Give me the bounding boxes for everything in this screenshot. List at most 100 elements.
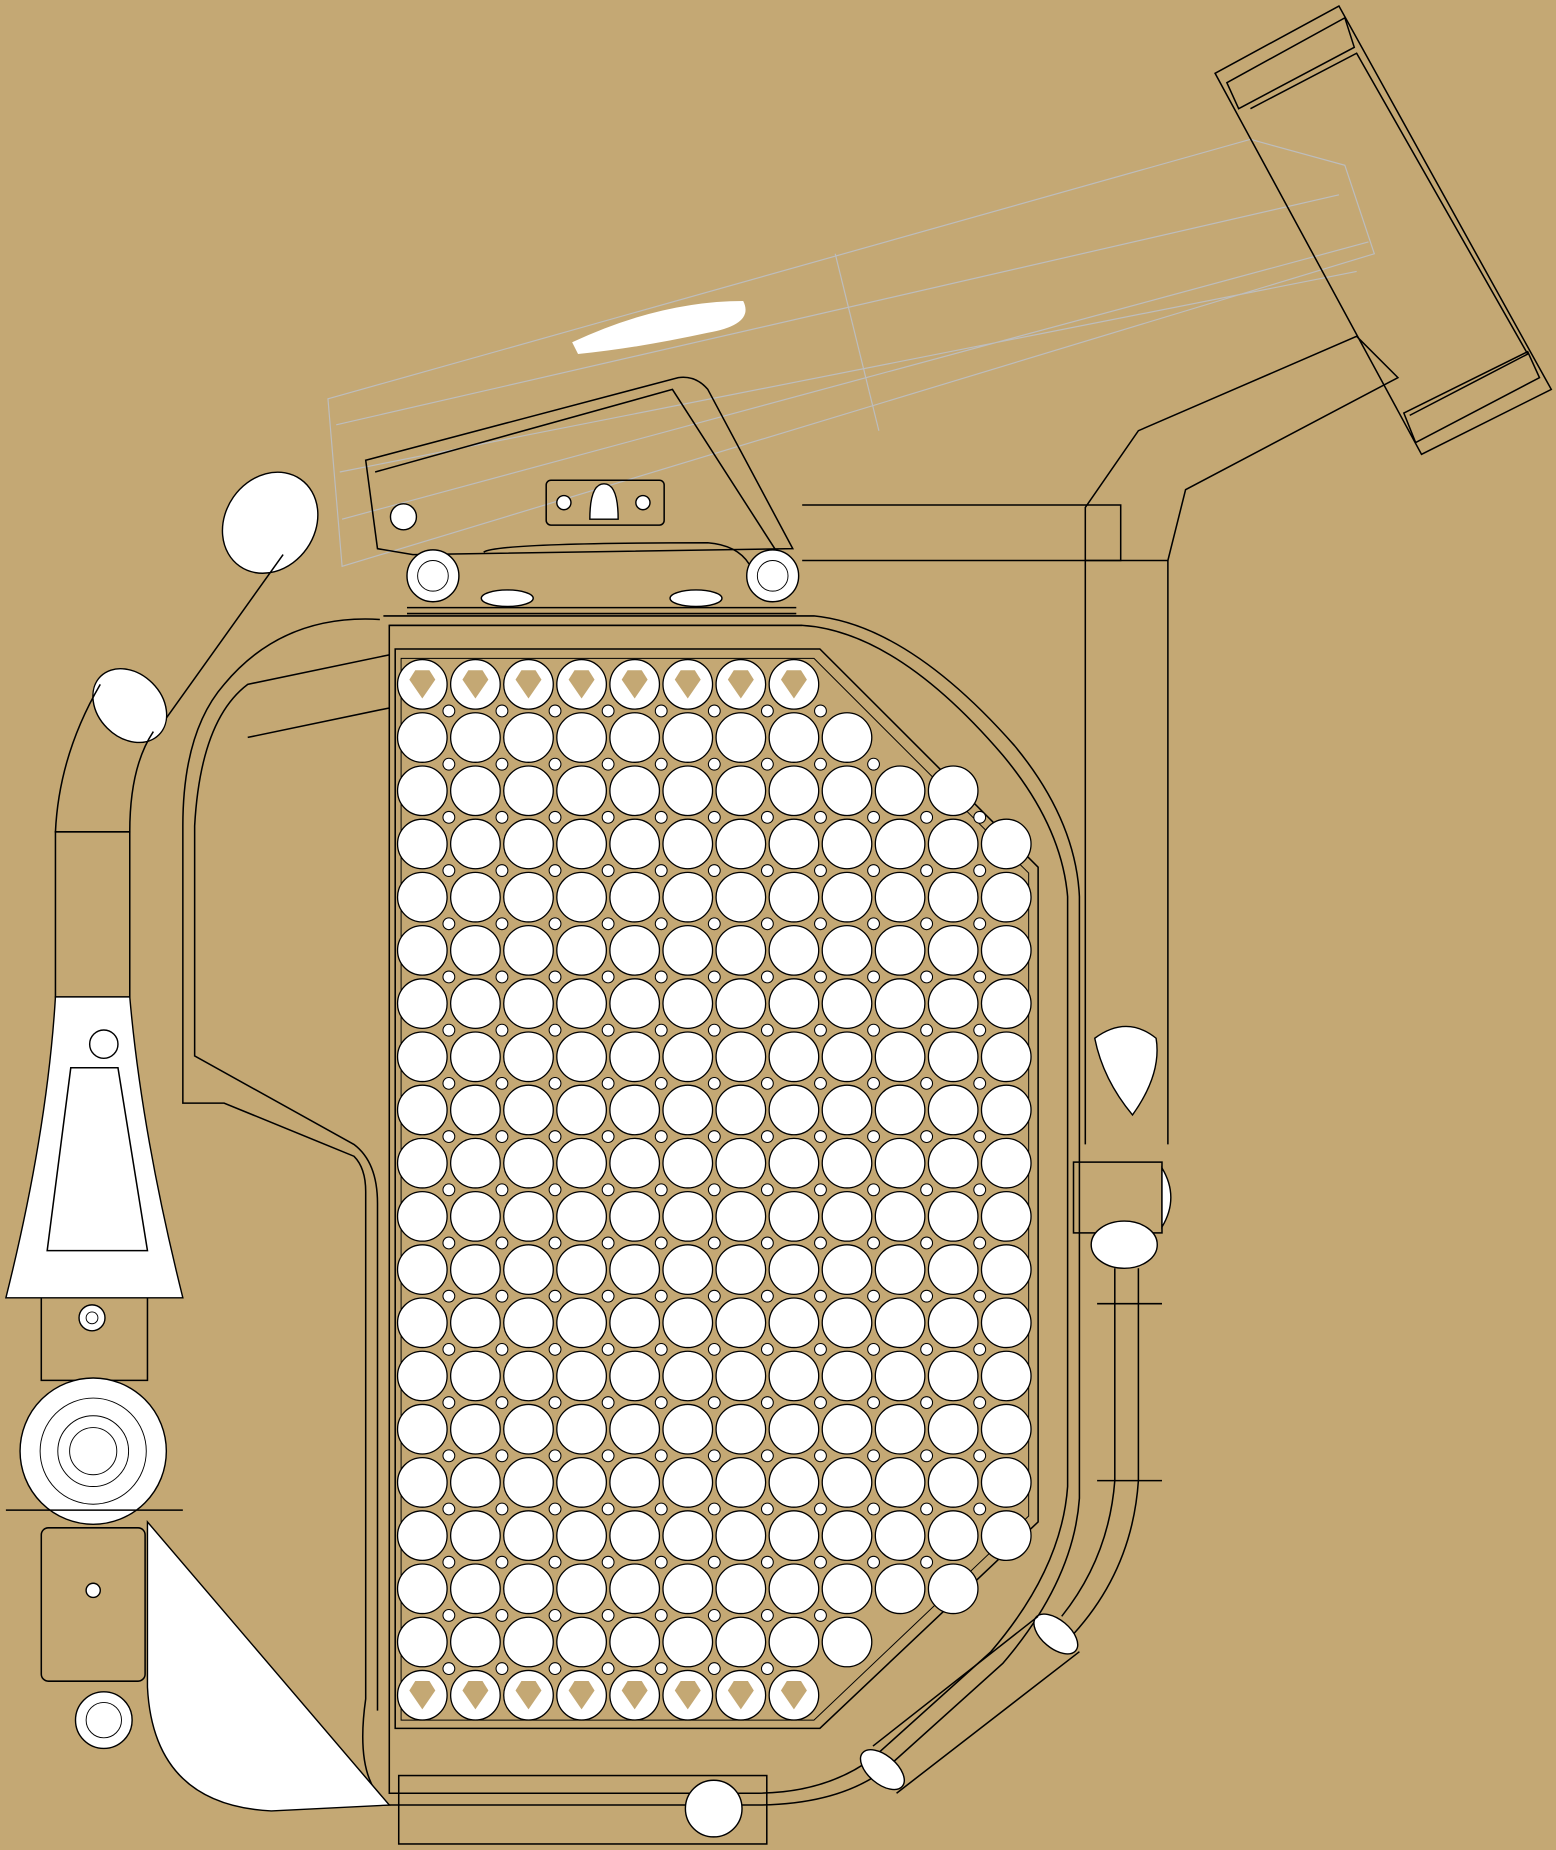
spacer-hole	[760, 1608, 774, 1622]
cell-terminal-mark	[621, 670, 648, 699]
battery-cell	[396, 1244, 448, 1296]
battery-cell	[768, 871, 820, 923]
spacer-hole	[814, 1449, 827, 1463]
spacer-hole	[495, 1289, 509, 1303]
battery-cell	[715, 712, 767, 763]
battery-cell	[821, 924, 873, 976]
battery-cell	[503, 871, 554, 923]
spacer-hole	[814, 1183, 827, 1197]
spacer-hole	[760, 1183, 774, 1197]
spacer-hole	[601, 1289, 615, 1303]
battery-cell	[927, 1403, 979, 1455]
battery-cell	[927, 1190, 979, 1242]
spacer-hole	[548, 810, 562, 824]
cell-terminal-mark	[674, 670, 701, 699]
battery-cell	[821, 1190, 873, 1242]
battery-cell	[927, 1031, 979, 1083]
battery-cell	[715, 818, 767, 870]
battery-cell	[503, 1563, 554, 1615]
battery-cell	[503, 1403, 554, 1455]
spacer-hole	[814, 1502, 827, 1516]
spacer-hole	[920, 917, 934, 931]
battery-cell	[715, 1350, 767, 1402]
spacer-hole	[601, 864, 615, 877]
spacer-hole	[973, 1289, 987, 1303]
spacer-hole	[601, 917, 615, 931]
spacer-hole	[495, 1502, 509, 1516]
battery-cell	[609, 1403, 661, 1455]
spacer-hole	[867, 1502, 880, 1516]
spacer-hole	[814, 1342, 827, 1356]
battery-cell	[449, 924, 501, 976]
spacer-hole	[548, 917, 562, 931]
battery-cell	[821, 871, 873, 923]
battery-cell	[980, 1510, 1032, 1562]
spacer-hole	[920, 810, 934, 824]
tray-frame	[182, 615, 1081, 1845]
spacer-hole	[973, 864, 987, 877]
right-hardware	[859, 1025, 1172, 1794]
battery-cell	[927, 1456, 979, 1508]
spacer-hole	[601, 704, 615, 718]
battery-cell	[396, 1031, 448, 1083]
battery-cell	[609, 1350, 661, 1402]
lid-wireframe	[327, 138, 1376, 568]
battery-cell	[768, 1084, 820, 1136]
spacer-hole	[973, 970, 987, 984]
battery-cell	[609, 818, 661, 870]
battery-cell	[927, 1510, 979, 1562]
battery-cell	[609, 1456, 661, 1508]
battery-cell	[662, 1297, 714, 1349]
spacer-hole	[654, 704, 668, 718]
spacer-hole	[548, 1236, 562, 1250]
battery-cell	[874, 1244, 926, 1296]
battery-cell	[821, 712, 873, 763]
battery-cell	[503, 1510, 554, 1562]
battery-cell	[662, 1616, 714, 1668]
spacer-hole	[654, 757, 668, 771]
battery-cell	[396, 1456, 448, 1508]
spacer-hole	[548, 1342, 562, 1356]
battery-cell	[662, 1190, 714, 1242]
spacer-hole	[867, 1555, 880, 1569]
battery-cell	[874, 1297, 926, 1349]
battery-cell	[503, 1297, 554, 1349]
battery-cell	[396, 1297, 448, 1349]
spacer-hole	[548, 1396, 562, 1410]
spacer-hole	[654, 1130, 668, 1144]
battery-cell	[449, 978, 501, 1029]
cell-terminal-mark	[568, 670, 595, 699]
spacer-hole	[442, 1662, 456, 1676]
battery-cell	[980, 1137, 1032, 1189]
spacer-hole	[442, 1396, 456, 1410]
battery-cell	[556, 712, 608, 763]
battery-cell	[609, 1616, 661, 1668]
spacer-hole	[707, 704, 721, 718]
battery-cell	[503, 1137, 554, 1189]
spacer-hole	[601, 757, 615, 771]
spacer-hole	[760, 1023, 774, 1037]
spacer-hole	[707, 1183, 721, 1197]
battery-cell	[556, 1031, 608, 1083]
spacer-hole	[495, 1396, 509, 1410]
spacer-hole	[495, 1130, 509, 1144]
battery-cell	[715, 1297, 767, 1349]
battery-cell	[715, 1137, 767, 1189]
cell-terminal-mark	[409, 670, 436, 699]
spacer-hole	[495, 757, 509, 771]
battery-cell	[980, 924, 1032, 976]
battery-cell	[662, 1244, 714, 1296]
cell-array	[396, 658, 1032, 1721]
spacer-hole	[867, 864, 880, 877]
battery-cell	[715, 924, 767, 976]
battery-cell	[396, 1084, 448, 1136]
battery-cell	[821, 1297, 873, 1349]
spacer-hole	[760, 1449, 774, 1463]
spacer-hole	[760, 757, 774, 771]
battery-cell	[768, 1137, 820, 1189]
spacer-hole	[707, 1236, 721, 1250]
battery-cell	[715, 1456, 767, 1508]
battery-cell	[768, 1510, 820, 1562]
spacer-hole	[973, 917, 987, 931]
